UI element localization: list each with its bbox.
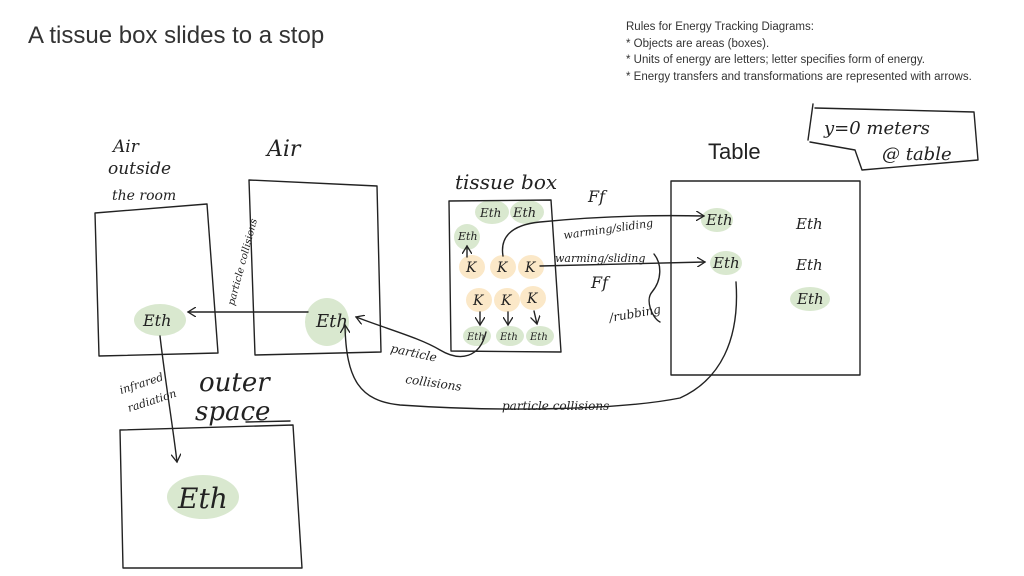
rules-item: * Objects are areas (boxes). (626, 37, 770, 50)
kinetic-to-thermal-arrow (534, 310, 537, 324)
thermal-highlight (701, 208, 733, 232)
kinetic-highlight (520, 286, 546, 310)
table-box (670, 180, 861, 376)
thermal-highlight (710, 251, 742, 275)
thermal-energy-unit: Eth (177, 482, 228, 515)
arrow-label: warming/sliding (563, 217, 654, 242)
air-outside-box (94, 203, 219, 357)
underline-stroke (245, 420, 291, 423)
thermal-energy-unit: Eth (457, 230, 478, 243)
arrow-label: warming/sliding (555, 252, 645, 265)
reference-note-line: @ table (882, 144, 952, 165)
rules-item: * Energy transfers and transformations a… (626, 70, 972, 83)
thermal-energy-unit: Eth (795, 215, 823, 233)
kinetic-energy-unit: K (526, 291, 539, 307)
arrow-label: collisions (405, 372, 463, 394)
thermal-energy-unit: Eth (712, 254, 740, 272)
rules-item: * Units of energy are letters; letter sp… (626, 54, 925, 66)
thermal-highlight (167, 475, 239, 519)
table-to-air-arrow (345, 281, 738, 410)
kinetic-highlight (490, 255, 516, 279)
thermal-energy-unit: Eth (705, 211, 733, 229)
thermal-energy-unit: Eth (466, 332, 485, 343)
rules-heading: Rules for Energy Tracking Diagrams: (626, 21, 814, 33)
tissue-box-label: tissue box (455, 170, 557, 194)
thermal-energy-unit: Eth (796, 290, 824, 308)
thermal-highlight (305, 298, 349, 346)
box-to-table-warming-arrow (501, 216, 704, 257)
arrow-label: particle collisions (226, 218, 260, 307)
friction-force-label: Ff (590, 273, 611, 292)
rubbing-stroke (648, 253, 661, 323)
tissue-box-rect (448, 199, 562, 353)
kinetic-highlight (466, 288, 492, 312)
kinetic-highlight (518, 255, 544, 279)
arrow-label: particle collisions (502, 399, 609, 413)
thermal-highlight (463, 326, 491, 346)
thermal-highlight (475, 200, 509, 224)
thermal-energy-unit: Eth (499, 332, 518, 343)
box-to-table-warming-arrow (539, 262, 705, 266)
thermal-energy-unit: Eth (479, 206, 501, 220)
air-outside-label-line: the room (112, 188, 176, 204)
note-frame (807, 103, 979, 171)
page-title: A tissue box slides to a stop (28, 22, 325, 49)
box-to-air-arrow (356, 317, 487, 358)
friction-force-label: Ff (587, 187, 608, 206)
outer-space-label-line: space (195, 397, 270, 427)
kinetic-highlight (494, 288, 520, 312)
kinetic-energy-unit: K (465, 260, 478, 276)
kinetic-energy-unit: K (496, 260, 509, 276)
thermal-energy-unit: Eth (315, 311, 348, 332)
kinetic-energy-unit: K (500, 293, 513, 309)
thermal-highlight (510, 200, 544, 224)
thermal-energy-unit: Eth (795, 256, 823, 274)
kinetic-energy-unit: K (472, 293, 485, 309)
arrow-label: /rubbing (607, 302, 662, 325)
thermal-highlight (454, 224, 480, 250)
outer-space-box (119, 424, 303, 569)
air-label: Air (265, 137, 302, 162)
rules-panel: Rules for Energy Tracking Diagrams: * Ob… (626, 19, 972, 85)
table-label: Table (708, 139, 761, 164)
thermal-energy-unit: Eth (142, 311, 171, 330)
thermal-energy-unit: Eth (512, 206, 536, 221)
air-outside-label-line: Air (111, 137, 140, 157)
kinetic-highlight (459, 255, 485, 279)
thermal-highlight (134, 304, 186, 336)
air-outside-label: Air outside the room (108, 137, 176, 204)
air-box (248, 179, 382, 356)
thermal-energy-unit: Eth (529, 332, 548, 343)
reference-note-line: y=0 meters (823, 118, 930, 139)
outer-space-label-line: outer (199, 368, 271, 398)
outside-to-space-arrow (159, 335, 177, 462)
kinetic-energy-unit: K (524, 260, 537, 276)
thermal-highlight (526, 326, 554, 346)
air-outside-label-line: outside (108, 159, 171, 179)
energy-highlights (134, 200, 830, 519)
thermal-highlight (790, 287, 830, 311)
thermal-highlight (496, 326, 524, 346)
